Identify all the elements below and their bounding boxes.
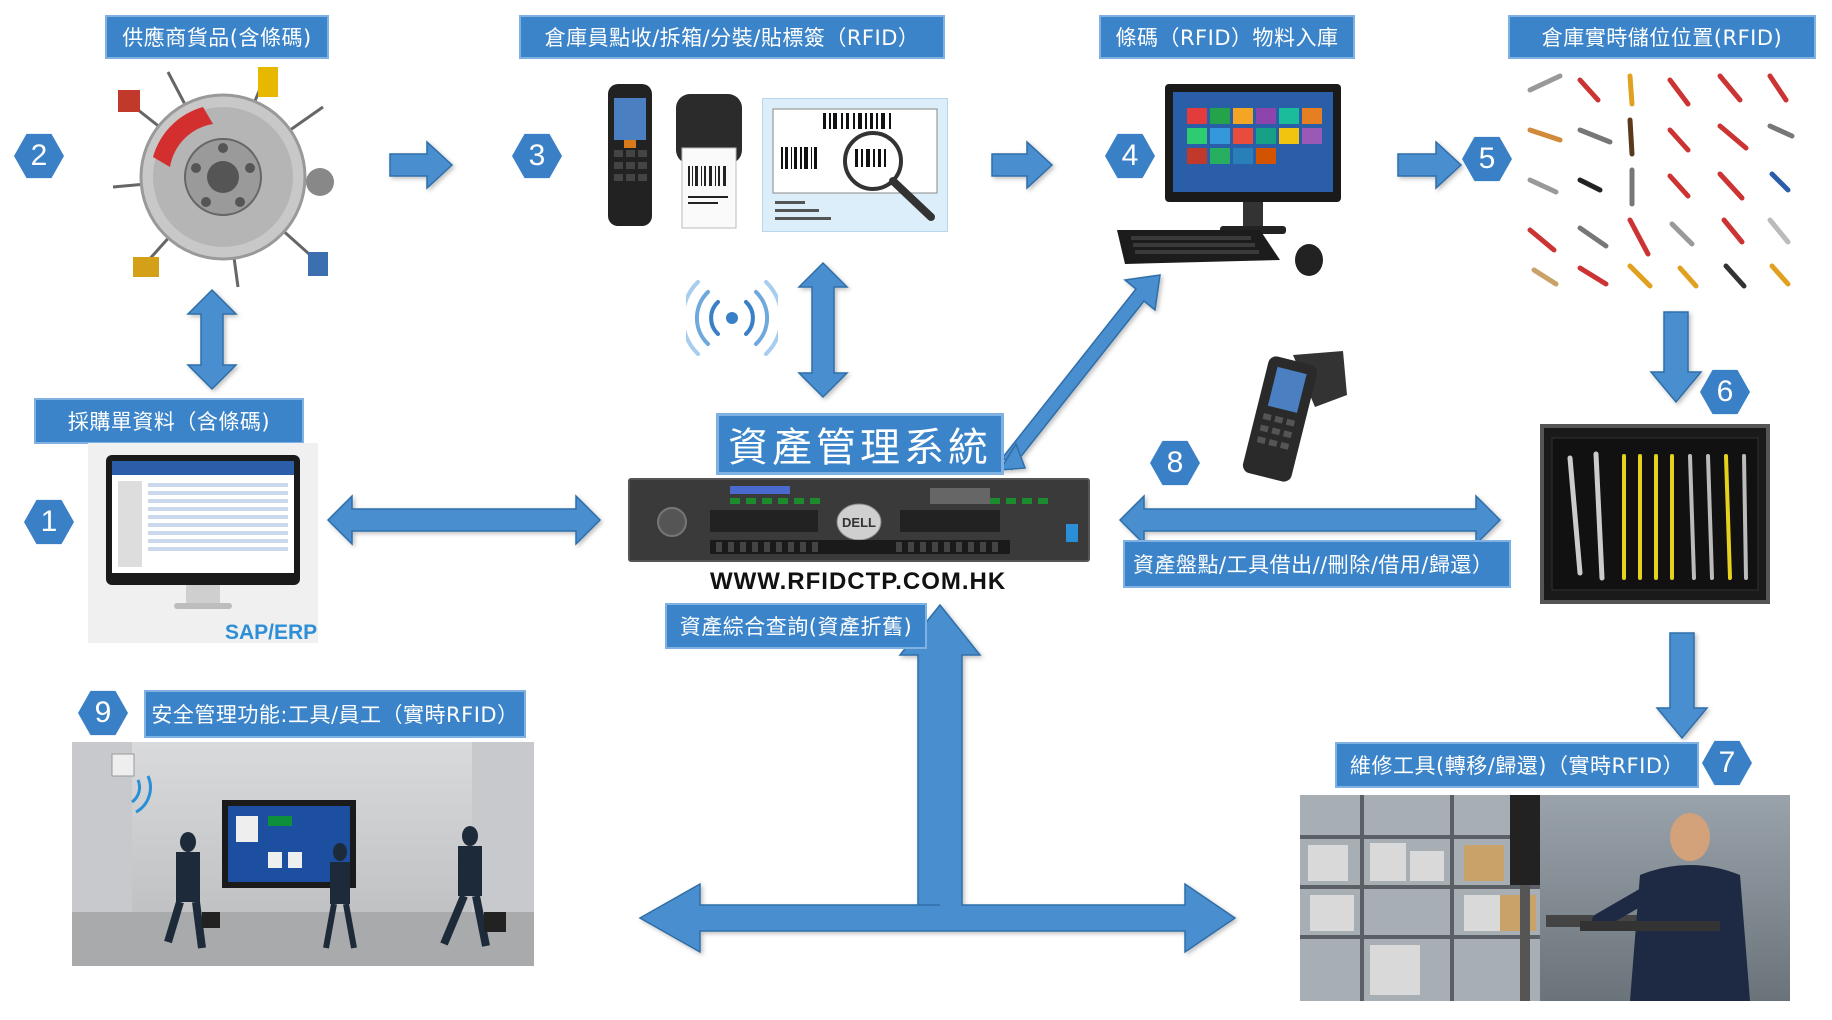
sap-erp-label: SAP/ERP (225, 621, 318, 644)
label-maintenance: 維修工具(轉移/歸還)（實時RFID） (1335, 742, 1699, 788)
arrow-2-to-3 (389, 140, 454, 190)
arrow-4-to-5 (1397, 140, 1463, 190)
security-scene-image (72, 742, 534, 966)
supplier-parts-image (108, 62, 338, 292)
arrow-3-to-4 (991, 140, 1054, 190)
arrow-2-1 (186, 288, 238, 391)
asset-system-title: 資產管理系統 (716, 413, 1004, 475)
arrow-bottom-tee (638, 603, 1237, 954)
label-printer-image (668, 88, 750, 233)
label-warehouse-receive: 倉庫員點收/拆箱/分裝/貼標簽（RFID） (519, 15, 945, 59)
desktop-computer-image (1115, 80, 1355, 280)
label-supplier-goods: 供應商貨品(含條碼) (105, 15, 329, 59)
label-inventory-ops: 資產盤點/工具借出//刪除/借用/歸還） (1123, 540, 1511, 588)
step-badge-8: 8 (1150, 440, 1200, 486)
arrow-3-system (797, 261, 849, 399)
monitor-icon (1117, 84, 1341, 276)
tool-case-image (1540, 424, 1770, 604)
label-asset-query: 資產綜合查詢(資產折舊) (665, 603, 927, 649)
storage-tools-image (1520, 70, 1802, 292)
employees-walking-icon (72, 742, 534, 966)
rfid-wave-image (686, 272, 778, 364)
erp-screen-icon (106, 455, 300, 609)
rfid-reader-icon (1242, 351, 1347, 482)
step-badge-1: 1 (24, 499, 74, 545)
step-badge-9: 9 (78, 690, 128, 736)
tools-icon (1527, 73, 1795, 289)
label-barcode-inbound: 條碼（RFID）物料入庫 (1099, 15, 1355, 59)
rfid-label-image (762, 98, 948, 232)
step-badge-6: 6 (1700, 369, 1750, 415)
arrow-1-system (326, 494, 602, 546)
step-badge-5: 5 (1462, 136, 1512, 182)
arrow-system-4 (1002, 274, 1161, 471)
wrench-set-icon (1551, 437, 1759, 591)
server-image: DELL (628, 478, 1090, 562)
step-badge-7: 7 (1702, 740, 1752, 786)
erp-monitor-image (88, 443, 318, 643)
step-badge-4: 4 (1105, 133, 1155, 179)
label-purchase-order: 採購單資料（含條碼) (34, 398, 304, 444)
brake-disc-icon (112, 67, 334, 288)
printer-icon (676, 94, 742, 229)
arrow-system-8 (1118, 494, 1502, 546)
barcode-magnifier-icon (772, 108, 938, 221)
handheld-scanner-image (604, 80, 656, 230)
website-url: WWW.RFIDCTP.COM.HK (710, 568, 1007, 595)
label-storage-location: 倉庫實時儲位位置(RFID) (1508, 15, 1816, 59)
handheld-scanner-icon (608, 84, 652, 226)
warehouse-worker-icon (1300, 795, 1750, 1001)
arrow-6-to-7 (1655, 632, 1709, 740)
maintenance-scene-image (1300, 795, 1790, 1001)
server-rack-icon: DELL (630, 480, 1088, 560)
arrow-5-to-6 (1649, 311, 1703, 404)
rfid-signal-icon (686, 280, 778, 356)
svg-text:DELL: DELL (842, 515, 876, 530)
rfid-reader-gun-image (1225, 345, 1355, 500)
label-security: 安全管理功能:工具/員工（實時RFID） (144, 690, 526, 738)
